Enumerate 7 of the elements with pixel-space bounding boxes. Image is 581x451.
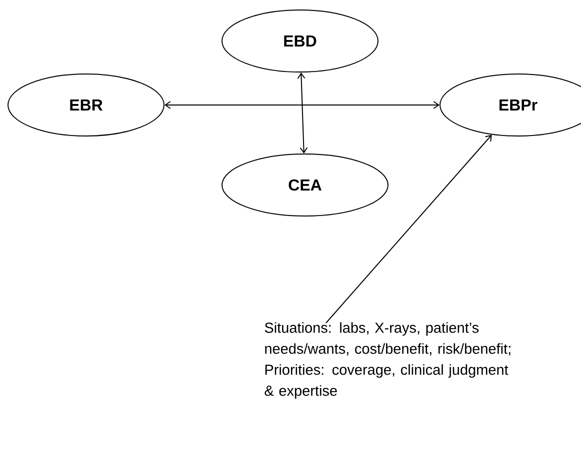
ellipse-node: EBR bbox=[8, 74, 164, 136]
leader-line bbox=[326, 134, 492, 324]
ellipse-node: EBD bbox=[222, 10, 378, 72]
arrow bbox=[297, 72, 308, 154]
ellipse-node: CEA bbox=[222, 154, 388, 216]
note-text: Situations: labs, X-rays, patient’s needs/wants, cost/benefit, risk/benefit; Priorities: coverage, clinical judgment & expertise bbox=[264, 322, 510, 399]
arrow bbox=[164, 101, 440, 109]
